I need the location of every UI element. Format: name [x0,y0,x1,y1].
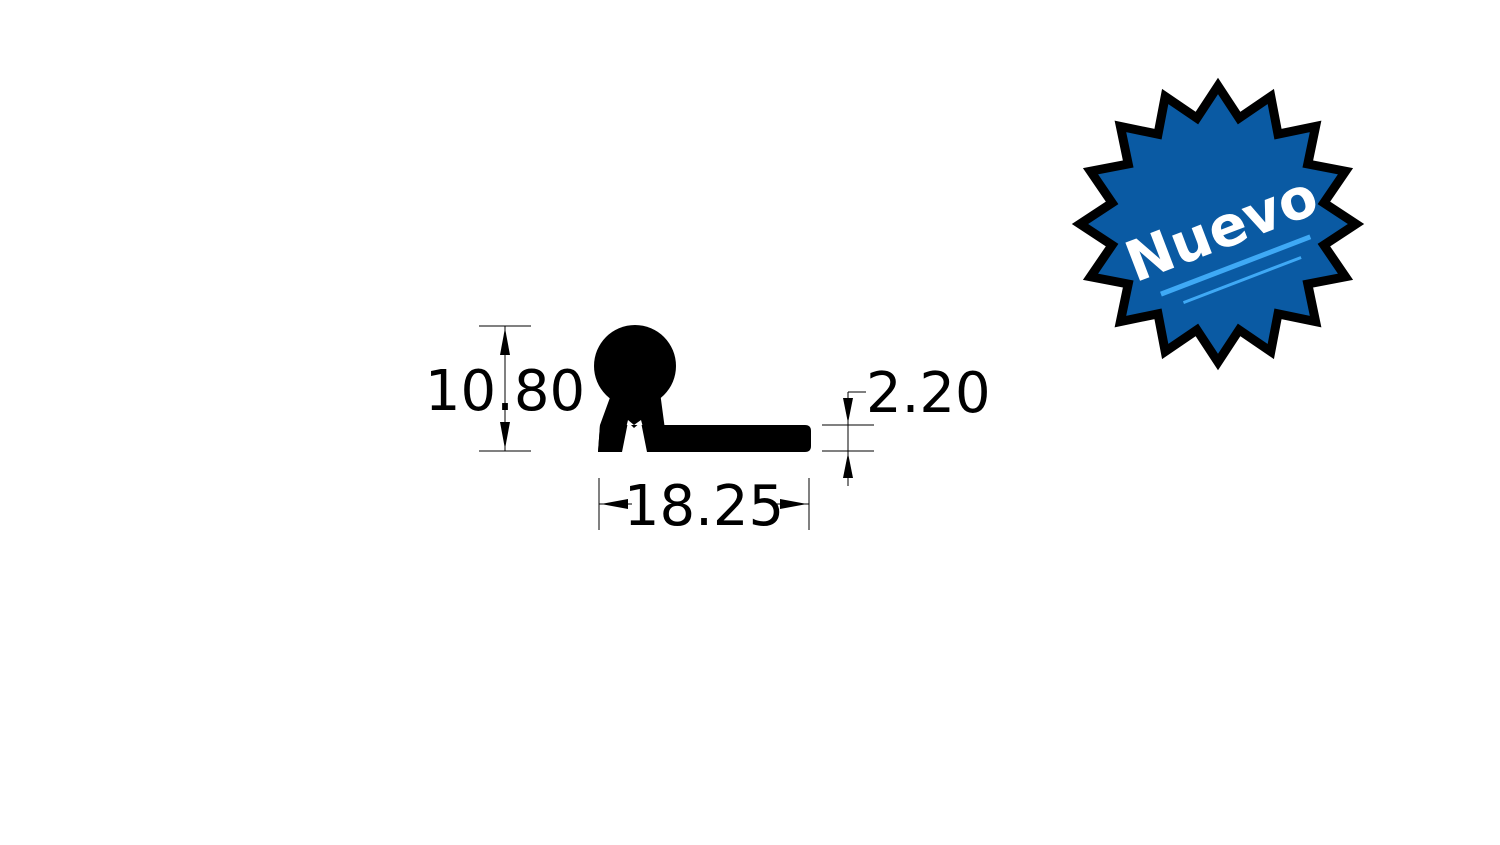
width-dimension: 18.25 [598,474,810,539]
profile-base [598,425,811,452]
profile-bulb [594,325,676,407]
arrow-right-icon [780,499,807,509]
height-dimension: 10.80 [425,325,585,452]
badge-underline [1160,234,1312,297]
arrow-left-icon [601,499,628,509]
new-badge: Nuevo [1071,77,1365,371]
profile-shape [594,325,811,452]
badge-underline-thin [1182,256,1302,305]
profile-slot [622,422,647,452]
width-dimension-label: 18.25 [624,474,784,539]
arrow-up-icon [500,328,510,355]
arrow-up-icon [843,453,853,478]
thickness-dimension: 2.20 [822,361,991,486]
arrow-down-icon [500,422,510,449]
arrow-down-icon [843,398,853,423]
starburst-icon [1071,77,1365,371]
thickness-dimension-label: 2.20 [866,361,991,426]
height-dimension-label: 10.80 [425,359,585,424]
